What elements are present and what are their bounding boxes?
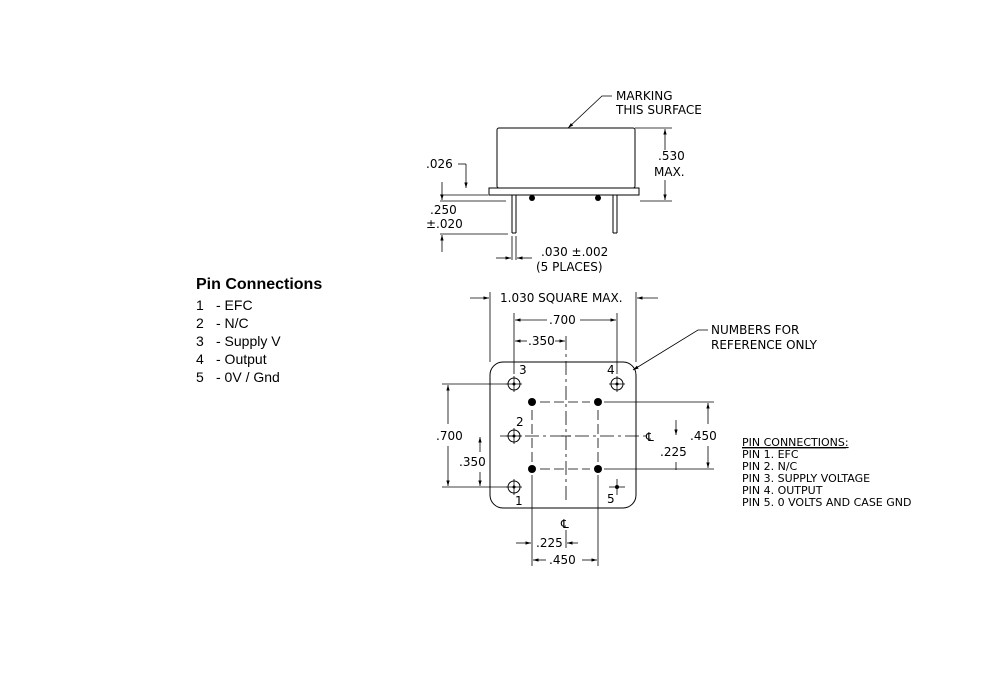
pin-row: 3- Supply V (196, 333, 281, 349)
dim-700-vertical: .700 (436, 429, 463, 443)
standoff (594, 465, 602, 473)
dim-450-bottom: .450 (549, 553, 576, 567)
centerline-bottom: ℄ (560, 517, 569, 531)
centerline-right: ℄ (645, 430, 654, 444)
standoff (595, 195, 601, 201)
pin-list-notes: PIN CONNECTIONS: PIN 1. EFC PIN 2. N/C P… (742, 436, 911, 509)
top-view: 1.030 SQUARE MAX. .700 .350 NUMBERS FOR … (436, 291, 818, 567)
dim-026: .026 (426, 157, 453, 171)
marking-label-1: MARKING (616, 89, 673, 103)
dim-700-horizontal: .700 (549, 313, 576, 327)
pin-row: 5- 0V / Gnd (196, 369, 280, 385)
pin-3-hole (506, 376, 522, 392)
pin-list-item: PIN 3. SUPPLY VOLTAGE (742, 472, 870, 485)
pin-4-hole (609, 376, 625, 392)
marking-leader (567, 95, 612, 129)
numbers-label-2: REFERENCE ONLY (711, 338, 818, 352)
pin-list-item: PIN 1. EFC (742, 448, 799, 461)
dim-030: .030 ±.002 (541, 245, 608, 259)
pin-2-hole (506, 428, 522, 444)
package-body (496, 127, 636, 189)
numbers-leader (632, 329, 708, 371)
standoff (528, 465, 536, 473)
dim-225-bottom: .225 (536, 536, 563, 550)
pin-number-4: 4 (607, 363, 615, 377)
pin-number-3: 3 (519, 363, 527, 377)
standoff (594, 398, 602, 406)
pin-row: 4- Output (196, 351, 267, 367)
side-view: MARKING THIS SURFACE .530 MAX. .026 .250… (426, 89, 702, 274)
dim-max: MAX. (654, 165, 685, 179)
pin-5-hole (609, 479, 625, 495)
dim-1030: 1.030 SQUARE MAX. (500, 291, 623, 305)
dim-450-right: .450 (690, 429, 717, 443)
pin-connections-title: Pin Connections (196, 276, 323, 293)
pin-list-heading: PIN CONNECTIONS: (742, 436, 849, 449)
pin-number-2: 2 (516, 415, 524, 429)
standoff (529, 195, 535, 201)
pin-1-hole (506, 479, 522, 495)
marking-label-2: THIS SURFACE (615, 103, 702, 117)
dim-places: (5 PLACES) (536, 260, 603, 274)
pin-number-5: 5 (607, 492, 615, 506)
pin-row: 2- N/C (196, 315, 249, 331)
dim-020: ±.020 (426, 217, 463, 231)
package-outline (489, 361, 637, 509)
pin-list-item: PIN 4. OUTPUT (742, 484, 823, 497)
dim-225-right: .225 (660, 445, 687, 459)
dim-250: .250 (430, 203, 457, 217)
package-base (488, 187, 640, 196)
dim-350-vertical: .350 (459, 455, 486, 469)
numbers-label-1: NUMBERS FOR (711, 323, 799, 337)
pin-number-1: 1 (515, 494, 523, 508)
dim-350-horizontal: .350 (528, 334, 555, 348)
pin-list-item: PIN 2. N/C (742, 460, 798, 473)
pin-row: 1- EFC (196, 297, 253, 313)
standoff (528, 398, 536, 406)
dim-530: .530 (658, 149, 685, 163)
pin-connections-panel: Pin Connections 1- EFC 2- N/C 3- Supply … (196, 276, 322, 386)
pin-list-item: PIN 5. 0 VOLTS AND CASE GND (742, 496, 911, 509)
